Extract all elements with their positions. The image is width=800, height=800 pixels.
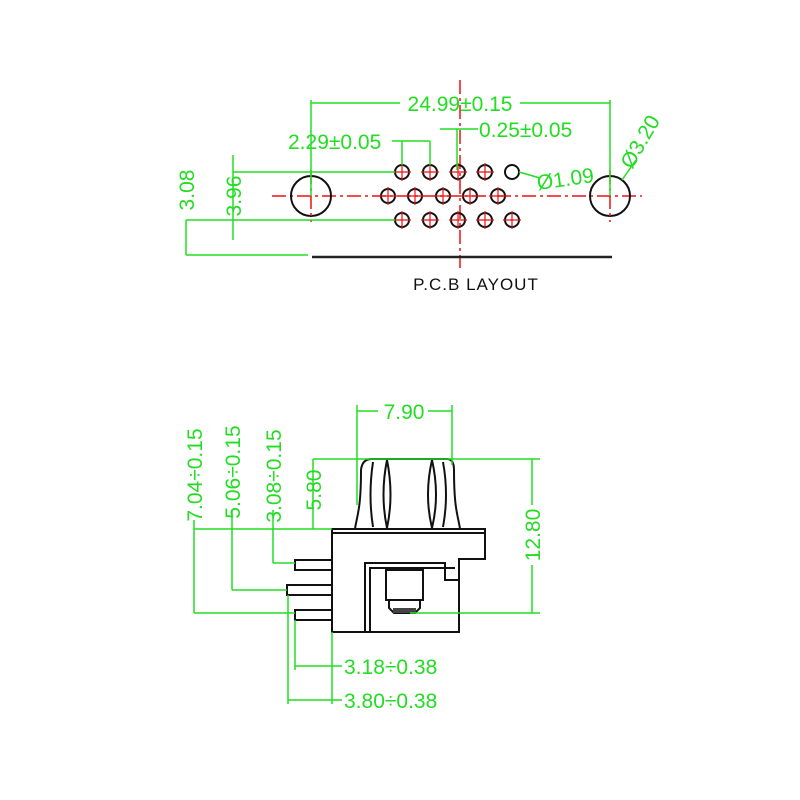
connector-body (331, 528, 486, 633)
pin-1 (294, 559, 333, 571)
dimension-pin-lengths: 3.18÷0.38 3.80÷0.38 (287, 595, 437, 713)
dim-row-span-label: 3.96 (223, 176, 246, 217)
dim-pin3-label: 7.04÷0.15 (184, 428, 207, 521)
pin-3 (294, 609, 333, 621)
dimension-row-span: 3.96 (223, 155, 395, 240)
dim-pin-len1-label: 3.18÷0.38 (344, 656, 437, 679)
dim-pin-len2-label: 3.80÷0.38 (344, 690, 437, 713)
dim-pin1-label: 3.08÷0.15 (263, 429, 286, 522)
side-view: 7.90 12.80 5.80 3.08÷0.15 5.06÷0.15 (184, 401, 545, 713)
dimension-pitch: 2.29±0.05 (288, 131, 431, 165)
hex-nut (354, 458, 461, 530)
dimension-pin1: 3.08÷0.15 (263, 429, 295, 564)
dim-height-label: 12.80 (522, 509, 545, 562)
body-inner-wall (369, 567, 455, 632)
dimension-pin2: 5.06÷0.15 (222, 425, 287, 591)
pcb-layout: 24.99±0.15 0.25±0.05 2.29±0.05 Ø1.09 Ø3.… (176, 80, 665, 294)
pcb-layout-title: P.C.B LAYOUT (413, 275, 539, 294)
dimension-pin3: 7.04÷0.15 (184, 428, 295, 614)
dim-offset-label: 0.25±0.05 (479, 119, 572, 142)
dim-edge-label: 3.08 (176, 170, 199, 211)
dimension-height: 12.80 (313, 458, 545, 614)
pin-hole (504, 164, 520, 180)
dim-spacing-label: 24.99±0.15 (408, 93, 513, 116)
pin-holes (379, 163, 521, 229)
dim-mount-hole-label: Ø3.20 (616, 111, 665, 172)
dim-pin2-label: 5.06÷0.15 (222, 425, 245, 518)
dimension-spacing: 24.99±0.15 (310, 93, 611, 196)
dim-pin-hole-label: Ø1.09 (535, 164, 595, 195)
dimension-offset: 0.25±0.05 (440, 119, 572, 170)
dimension-edge: 3.08 (176, 170, 308, 256)
dimension-mount-hole: Ø3.20 (616, 111, 665, 181)
dimension-pin-hole: Ø1.09 (518, 164, 595, 195)
pins (286, 559, 333, 621)
plunger (385, 569, 424, 614)
pin-2 (286, 584, 333, 596)
dim-width-label: 7.90 (384, 401, 425, 424)
dim-nut-label: 5.80 (303, 470, 326, 511)
body-inner-cavity (364, 562, 459, 632)
dimension-nut: 5.80 (303, 459, 326, 529)
dim-pitch-label: 2.29±0.05 (288, 131, 381, 154)
dimension-width: 7.90 (356, 401, 453, 505)
